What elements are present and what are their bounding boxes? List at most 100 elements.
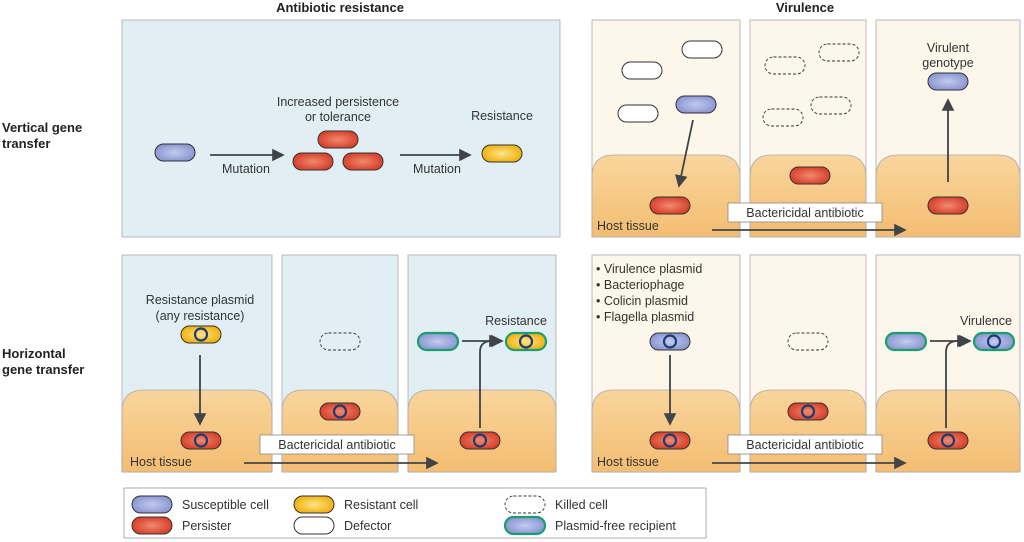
recipient-cell — [416, 331, 460, 352]
persister-cell-body — [131, 516, 173, 535]
plasmid-icon — [940, 433, 956, 448]
cells — [154, 40, 1016, 450]
recipient-cell — [503, 515, 547, 536]
persister-cell — [789, 166, 831, 185]
persister-cell — [649, 431, 691, 450]
resistant-cell-body — [481, 144, 523, 163]
list-item: • Flagella plasmid — [596, 310, 694, 324]
legend: Susceptible cell Resistant cell Killed c… — [123, 487, 707, 539]
killed-cell-body — [762, 108, 804, 127]
resistant-cell — [481, 144, 523, 163]
resistant-cell — [504, 331, 548, 352]
defector-cell-body — [621, 61, 663, 80]
host-tissue — [591, 389, 741, 473]
host-tissue — [875, 154, 1021, 238]
panels — [121, 19, 1021, 473]
persister-cell — [787, 402, 829, 421]
susceptible-cell-body — [649, 332, 691, 351]
persister-cell — [459, 431, 501, 450]
recipient-cell — [884, 331, 928, 352]
killed-cell-body — [818, 43, 860, 62]
antibiotic-box — [727, 434, 883, 455]
plasmid-icon — [193, 433, 209, 448]
arrow — [675, 119, 694, 188]
host-tissue — [407, 389, 557, 473]
mobile-elements-list: • Virulence plasmid • Bacteriophage • Co… — [596, 262, 702, 324]
list-item: • Virulence plasmid — [596, 262, 702, 276]
recipient-cell-body — [503, 515, 547, 536]
killed-cell-body — [764, 56, 806, 75]
susceptible-cell — [675, 95, 717, 114]
host-tissue — [875, 389, 1021, 473]
killed-cell — [810, 96, 852, 115]
susceptible-cell — [972, 331, 1016, 352]
header-antibiotic-resistance: Antibiotic resistance — [276, 0, 404, 15]
killed-cell — [818, 43, 860, 62]
defector-cell — [681, 40, 723, 59]
persister-cell-body — [787, 402, 829, 421]
defector-cell — [621, 61, 663, 80]
killed-cell-body — [810, 96, 852, 115]
resistant-cell-body — [180, 325, 222, 344]
plasmid-icon — [800, 404, 816, 419]
persister-cell — [317, 130, 359, 149]
host-tissue — [121, 389, 273, 473]
killed-cell — [319, 332, 361, 351]
defector-cell — [617, 104, 659, 123]
susceptible-cell — [927, 72, 969, 91]
legend-label: Persister — [182, 519, 231, 533]
plasmid-icon — [332, 404, 348, 419]
persister-cell — [649, 196, 691, 215]
antibiotic-box — [727, 202, 883, 223]
susceptible-cell-body — [972, 331, 1016, 352]
host-tissue — [281, 389, 399, 473]
susceptible-cell — [131, 495, 173, 514]
persister-cell-body — [319, 402, 361, 421]
list-item: • Colicin plasmid — [596, 294, 688, 308]
antibiotic-label: Bactericidal antibiotic — [278, 438, 395, 452]
persister-cell-body — [649, 431, 691, 450]
killed-cell — [762, 108, 804, 127]
defector-cell-body — [681, 40, 723, 59]
plasmid-icon — [518, 334, 534, 349]
persister-cell-body — [649, 196, 691, 215]
defector-cell-body — [617, 104, 659, 123]
killed-cell — [504, 495, 546, 514]
host-tissue-label: Host tissue — [130, 455, 192, 469]
persister-cell-body — [292, 152, 334, 171]
persister-cell — [319, 402, 361, 421]
legend-box — [123, 487, 707, 539]
persister-cell-body — [459, 431, 501, 450]
plasmid-icon — [662, 334, 678, 349]
susceptible-cell — [154, 143, 196, 162]
persister-cell — [131, 516, 173, 535]
killed-cell — [764, 56, 806, 75]
persister-cell — [342, 152, 384, 171]
header-virulence: Virulence — [776, 0, 834, 15]
resistance-label-vertical: Resistance — [471, 109, 533, 123]
persister-cell-body — [180, 431, 222, 450]
killed-cell-body — [319, 332, 361, 351]
list-item: • Bacteriophage — [596, 278, 685, 292]
legend-label: Plasmid-free recipient — [555, 519, 676, 533]
resistance-label-horizontal: Resistance — [485, 314, 547, 328]
antibiotic-box — [259, 434, 415, 455]
persister-cell-body — [342, 152, 384, 171]
antibiotic-label: Bactericidal antibiotic — [746, 206, 863, 220]
persister-cell — [292, 152, 334, 171]
plasmid-icon — [986, 334, 1002, 349]
plasmid-icon — [472, 433, 488, 448]
defector-cell-body — [293, 516, 335, 535]
host-tissue-label: Host tissue — [597, 219, 659, 233]
killed-cell-body — [787, 332, 829, 351]
persister-cell-body — [927, 196, 969, 215]
resistant-cell-body — [293, 495, 335, 514]
mutation-label-1: Mutation — [222, 162, 270, 176]
plasmid-icon — [662, 433, 678, 448]
antibiotic-label: Bactericidal antibiotic — [746, 438, 863, 452]
susceptible-cell-body — [927, 72, 969, 91]
